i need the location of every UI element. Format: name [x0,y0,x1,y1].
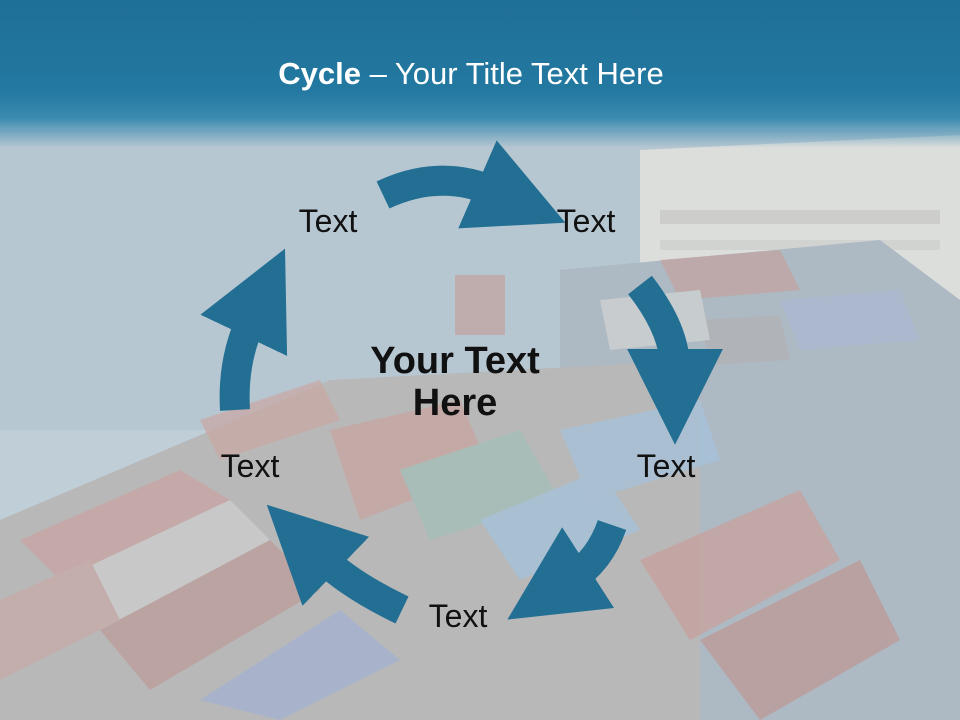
center-text: Your Text Here [330,340,580,424]
label-left: Text [220,448,280,484]
arrow-right [626,275,723,445]
label-bottom: Text [428,598,488,634]
title-bold: Cycle [278,56,361,91]
arrow-left [200,248,288,411]
label-top-left: Text [298,203,358,239]
arrow-bottom-right [507,519,627,620]
center-line-1: Your Text [370,340,540,382]
title-rest: – Your Title Text Here [361,56,664,91]
arrow-bottom-left [266,504,409,624]
title-bar [0,0,960,148]
label-right: Text [636,448,696,484]
slide-title: Cycle – Your Title Text Here [0,56,942,92]
center-line-2: Here [412,382,498,424]
label-top-right: Text [556,203,616,239]
arrow-top [376,140,566,229]
